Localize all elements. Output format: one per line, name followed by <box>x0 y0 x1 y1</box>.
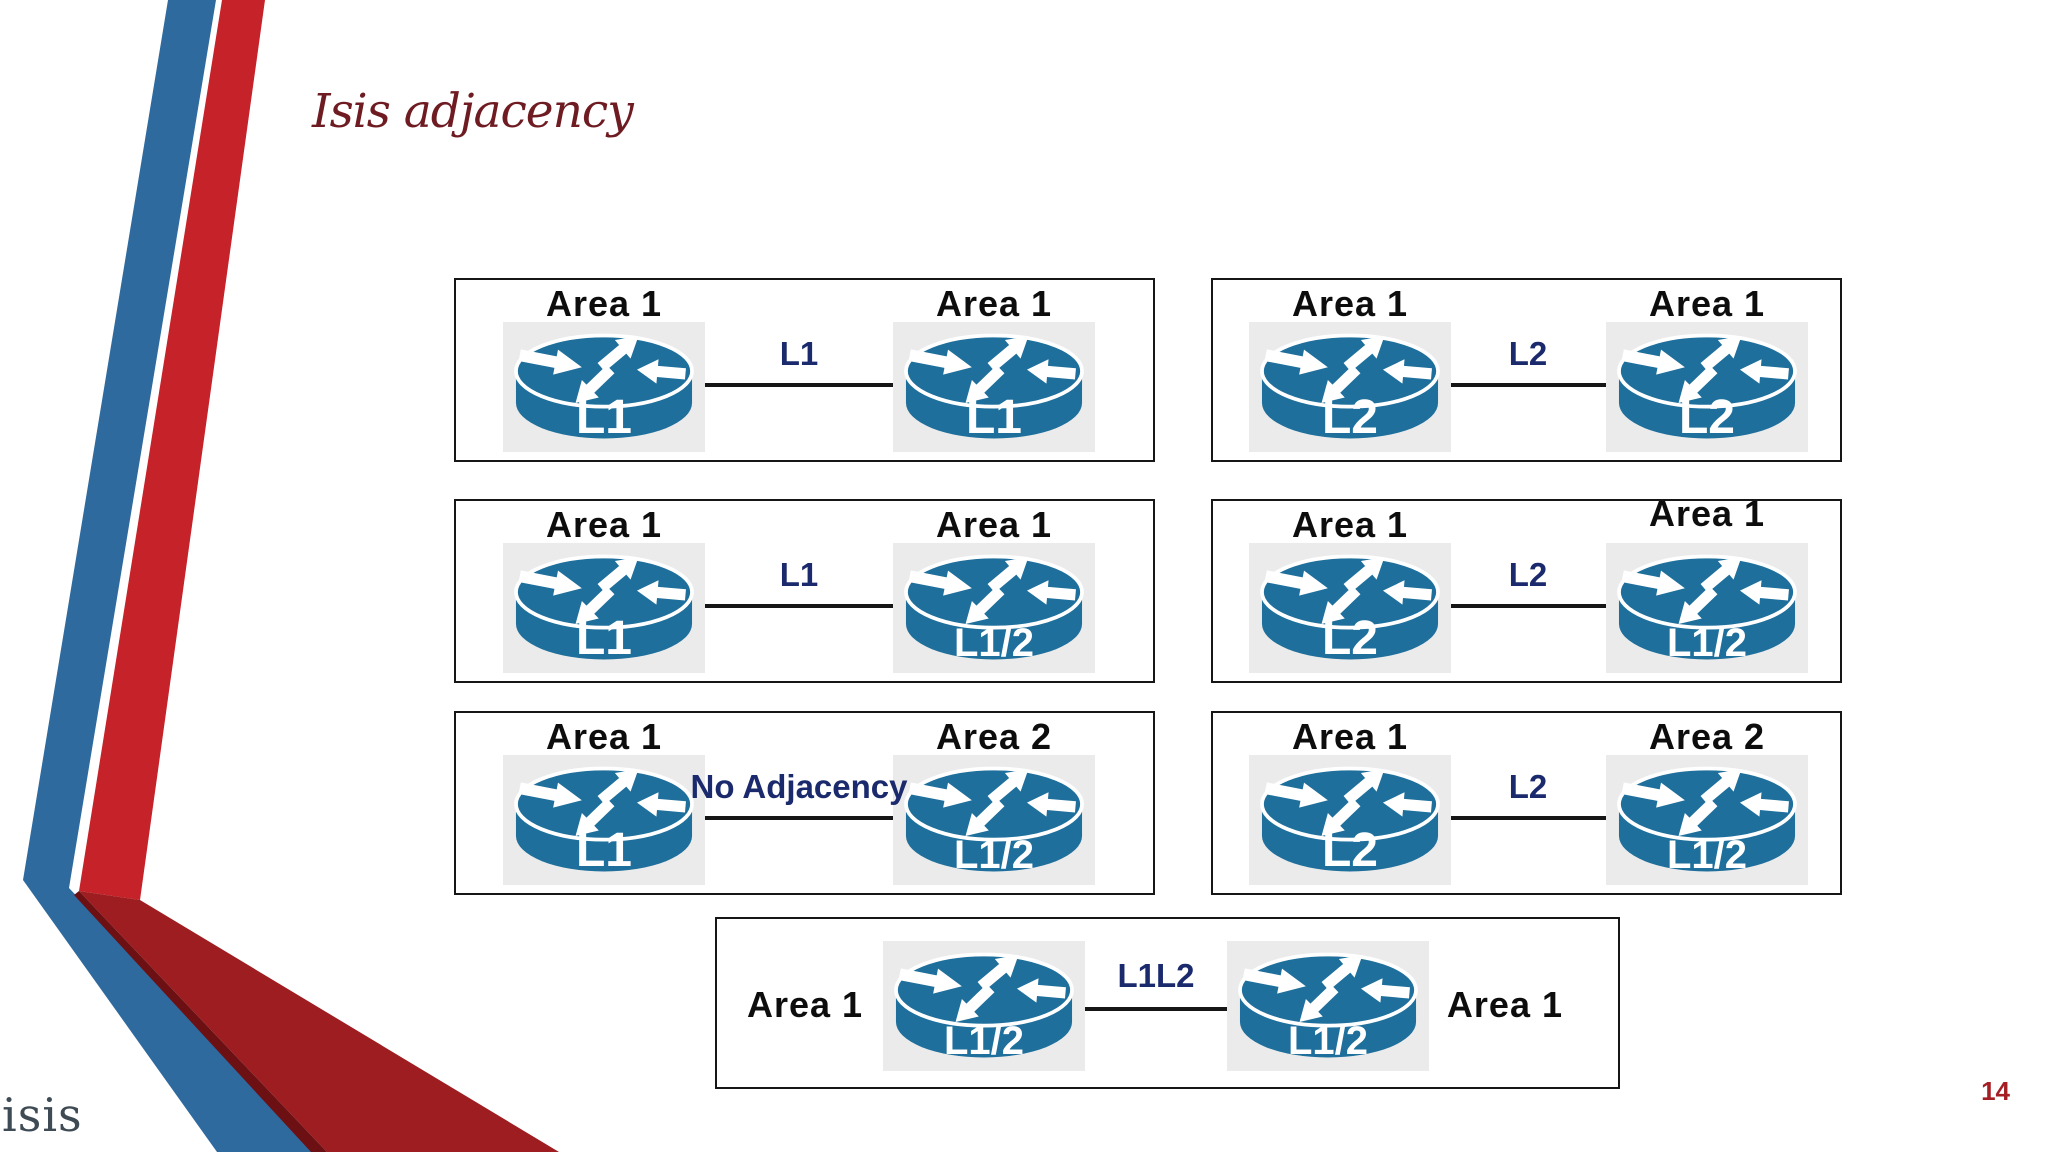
router-left: L1/2 <box>883 941 1085 1071</box>
router-level-label: L2 <box>1321 612 1378 665</box>
router-level-label: L2 <box>1321 824 1378 877</box>
area-label-left: Area 1 <box>545 283 663 324</box>
router-level-label: L1/2 <box>1666 621 1748 665</box>
router-right: L1 <box>893 322 1095 452</box>
area-label-left: Area 1 <box>1291 504 1409 545</box>
area-label-left: Area 1 <box>545 504 663 545</box>
router-level-label: L1/2 <box>1287 1019 1369 1063</box>
red-ribbon-lower <box>79 891 559 1152</box>
link-line <box>705 604 893 608</box>
router-left: L2 <box>1249 543 1451 673</box>
page-title: Isis adjacency <box>312 84 634 139</box>
link-label: L1L2 <box>1117 957 1195 994</box>
link-label: L2 <box>1508 335 1548 372</box>
router-level-label: L1/2 <box>1666 833 1748 877</box>
router-right: L1/2 <box>1227 941 1429 1071</box>
adjacency-box-3: Area 1 Area 1 L1 L1/2 L1 <box>454 499 1155 683</box>
router-right: L2 <box>1606 322 1808 452</box>
router-level-label: L1/2 <box>953 621 1035 665</box>
adjacency-box-5: Area 1 Area 2 L1 L1/2 No Adjacency <box>454 711 1155 895</box>
router-level-label: L1/2 <box>943 1019 1025 1063</box>
link-label: L1 <box>779 335 819 372</box>
area-label-left: Area 1 <box>1291 716 1409 757</box>
router-level-label: L1 <box>575 612 632 665</box>
adjacency-box-2: Area 1 Area 1 L2 L2 L2 <box>1211 278 1842 462</box>
link-label: L2 <box>1508 556 1548 593</box>
router-left: L1 <box>503 322 705 452</box>
router-right: L1/2 <box>893 543 1095 673</box>
red-ribbon-fold-edge <box>74 891 327 1152</box>
router-left: L1 <box>503 755 705 885</box>
area-label-right: Area 1 <box>1648 493 1766 534</box>
link-line <box>1451 383 1606 387</box>
area-label-right: Area 1 <box>1648 283 1766 324</box>
link-line <box>1451 604 1606 608</box>
router-level-label: L1/2 <box>953 833 1035 877</box>
router-left: L2 <box>1249 755 1451 885</box>
router-level-label: L1 <box>965 391 1022 444</box>
adjacency-box-1: Area 1 Area 1 L1 L1 L1 <box>454 278 1155 462</box>
router-right: L1/2 <box>1606 755 1808 885</box>
footer-logo: isis <box>2 1088 83 1142</box>
router-right: L1/2 <box>893 755 1095 885</box>
area-label-left: Area 1 <box>747 984 864 1025</box>
router-level-label: L1 <box>575 824 632 877</box>
area-label-left: Area 1 <box>545 716 663 757</box>
area-label-right: Area 2 <box>935 716 1053 757</box>
adjacency-box-4: Area 1 Area 1 L2 L1/2 L2 <box>1211 493 1842 683</box>
router-right: L1/2 <box>1606 543 1808 673</box>
link-line <box>1085 1007 1227 1011</box>
link-line <box>705 383 893 387</box>
area-label-right: Area 1 <box>935 283 1053 324</box>
red-ribbon-upper <box>79 0 265 900</box>
area-label-left: Area 1 <box>1291 283 1409 324</box>
router-level-label: L2 <box>1678 391 1735 444</box>
link-label: No Adjacency <box>690 768 908 805</box>
router-left: L1 <box>503 543 705 673</box>
area-label-right: Area 1 <box>935 504 1053 545</box>
link-line <box>1451 816 1606 820</box>
link-line <box>705 816 893 820</box>
adjacency-box-6: Area 1 Area 2 L2 L1/2 L2 <box>1211 711 1842 895</box>
page-number: 14 <box>1981 1076 2010 1106</box>
link-label: L1 <box>779 556 819 593</box>
blue-ribbon <box>23 0 319 1152</box>
area-label-right: Area 2 <box>1648 716 1766 757</box>
router-level-label: L2 <box>1321 391 1378 444</box>
link-label: L2 <box>1508 768 1548 805</box>
area-label-right: Area 1 <box>1446 984 1563 1025</box>
adjacency-box-7: Area 1 Area 1 L1/2 L1/2 L1L2 <box>715 917 1620 1089</box>
router-left: L2 <box>1249 322 1451 452</box>
router-level-label: L1 <box>575 391 632 444</box>
